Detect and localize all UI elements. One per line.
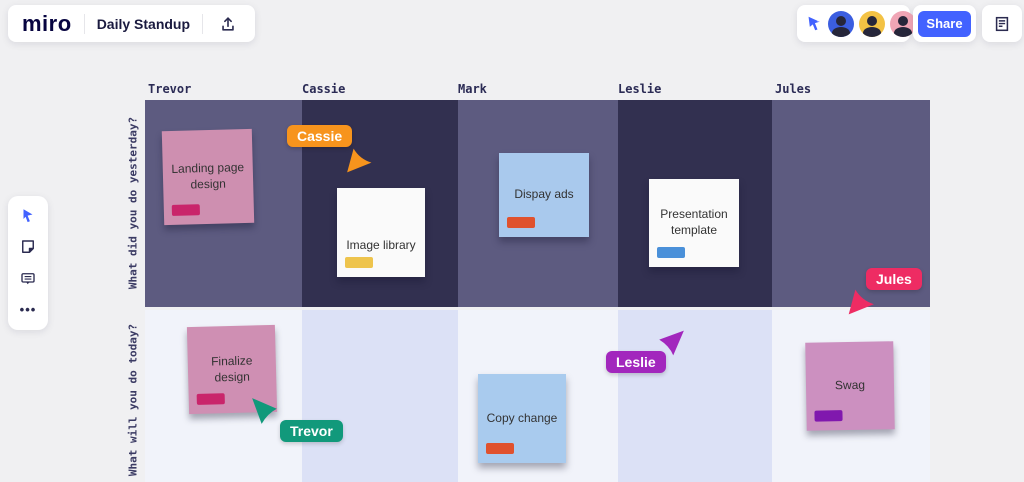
- sticky-dispay-ads[interactable]: Dispay ads: [499, 153, 589, 237]
- sticky-tag: [657, 247, 685, 258]
- sticky-image-library[interactable]: Image library: [337, 188, 425, 277]
- cell-today-leslie: [618, 310, 772, 482]
- jules-cursor-icon: [848, 289, 874, 315]
- avatar[interactable]: [859, 10, 885, 37]
- cell-today-cassie: [302, 310, 458, 482]
- leslie-cursor-icon: [659, 330, 684, 356]
- avatar-silhouette: [832, 26, 850, 37]
- column-header-trevor: Trevor: [148, 82, 192, 96]
- sticky-tag: [814, 410, 843, 422]
- avatar-silhouette: [867, 15, 877, 26]
- avatar-silhouette: [898, 15, 908, 26]
- row-label-today: What will you do today?: [126, 323, 140, 477]
- sticky-text: Presentation template: [660, 207, 728, 237]
- share-button[interactable]: Share: [918, 10, 971, 37]
- divider: [83, 13, 85, 34]
- app-header: miro Daily Standup: [8, 5, 256, 42]
- collaborators-bar: [797, 5, 916, 42]
- cursor-label-cassie: Cassie: [287, 125, 353, 147]
- sticky-copy-change[interactable]: Copy change: [478, 374, 566, 463]
- column-header-mark: Mark: [458, 82, 487, 96]
- select-cursor-icon[interactable]: [15, 204, 41, 228]
- cassie-cursor-icon: [347, 148, 372, 173]
- sticky-text: Swag: [834, 377, 866, 393]
- cursor-label-leslie: Leslie: [606, 351, 666, 373]
- share-pill: Share: [913, 5, 976, 42]
- notes-icon[interactable]: [989, 12, 1015, 36]
- sticky-text: Landing page design: [171, 160, 245, 192]
- sticky-note-icon[interactable]: [15, 235, 41, 259]
- avatar-silhouette: [836, 15, 846, 26]
- avatar[interactable]: [828, 10, 854, 37]
- sticky-text: Image library: [346, 237, 416, 252]
- sticky-tag: [196, 393, 225, 405]
- sticky-text: Dispay ads: [514, 187, 574, 202]
- avatar[interactable]: [890, 10, 916, 37]
- sticky-tag: [171, 204, 200, 216]
- more-tools-icon[interactable]: •••: [19, 302, 37, 318]
- sticky-tag: [507, 217, 535, 228]
- cursor-label-jules: Jules: [866, 268, 922, 290]
- collab-cursor-icon[interactable]: [806, 12, 823, 36]
- sticky-swag[interactable]: Swag: [805, 341, 895, 431]
- sticky-tag: [345, 257, 373, 268]
- notes-pill: [982, 5, 1022, 42]
- comment-icon[interactable]: [15, 267, 41, 291]
- column-header-cassie: Cassie: [302, 82, 346, 96]
- sticky-landing-page-design[interactable]: Landing page design: [161, 128, 255, 226]
- miro-logo[interactable]: miro: [22, 10, 72, 36]
- divider: [202, 13, 204, 34]
- column-header-jules: Jules: [775, 82, 812, 96]
- tools-sidebar: •••: [8, 196, 48, 330]
- column-header-leslie: Leslie: [618, 82, 662, 96]
- sticky-text: Finalize design: [210, 353, 253, 384]
- export-icon[interactable]: [215, 12, 241, 36]
- sticky-text: Copy change: [486, 410, 558, 425]
- row-label-yesterday: What did you do yesterday?: [126, 116, 140, 290]
- avatar-silhouette: [863, 26, 881, 37]
- avatar-silhouette: [894, 26, 912, 37]
- cursor-label-trevor: Trevor: [280, 420, 343, 442]
- trevor-cursor-icon: [252, 398, 277, 424]
- board-title[interactable]: Daily Standup: [96, 15, 191, 32]
- sticky-presentation-template[interactable]: Presentation template: [649, 179, 739, 267]
- sticky-tag: [486, 443, 514, 454]
